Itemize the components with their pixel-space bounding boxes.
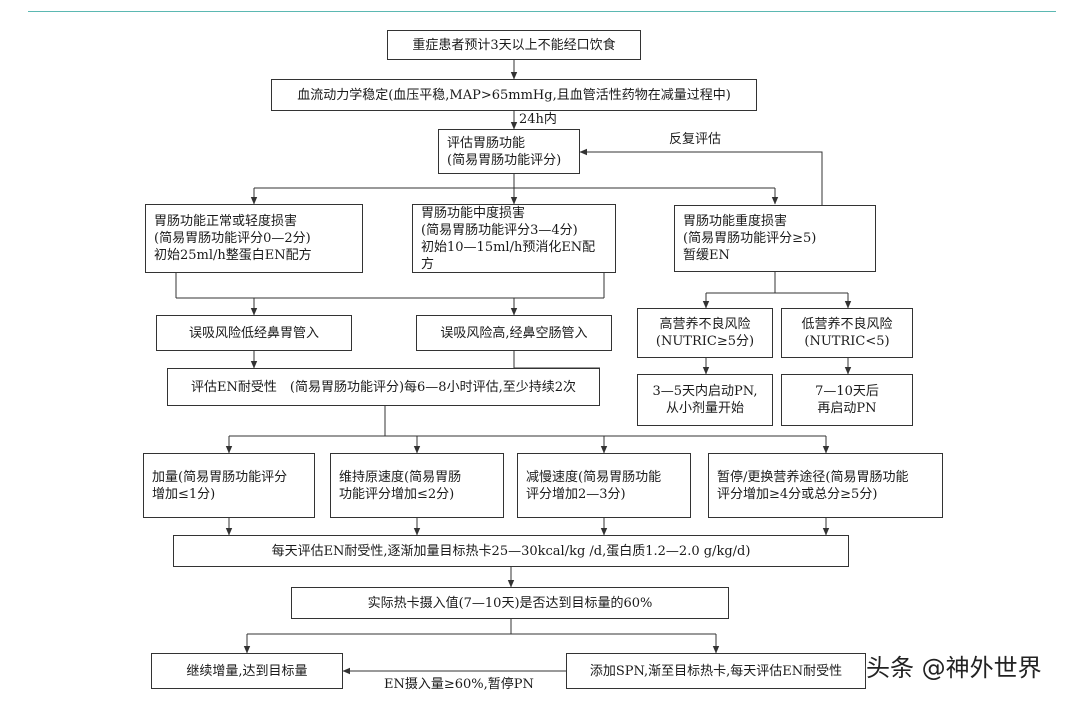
box-pause-change-route: 暂停/更换营养途径(简易胃肠功能 评分增加≥4分或总分≥5分) — [708, 453, 943, 518]
box-no-oral-intake: 重症患者预计3天以上不能经口饮食 — [387, 30, 641, 60]
box-gi-moderate: 胃肠功能中度损害 (简易胃肠功能评分3—4分) 初始10—15ml/h预消化EN… — [412, 204, 616, 273]
box-maintain-speed: 维持原速度(简易胃肠 功能评分增加≤2分) — [330, 453, 504, 518]
box-add-spn: 添加SPN,渐至目标热卡,每天评估EN耐受性 — [566, 653, 866, 689]
box-actual-calorie-60-percent: 实际热卡摄入值(7—10天)是否达到目标量的60% — [291, 587, 729, 619]
box-assess-en-tolerance: 评估EN耐受性 (简易胃肠功能评分)每6—8小时评估,至少持续2次 — [167, 368, 600, 406]
label-en-intake-60-pause-pn: EN摄入量≥60%,暂停PN — [383, 677, 535, 693]
top-divider — [28, 11, 1056, 12]
box-gi-severe: 胃肠功能重度损害 (简易胃肠功能评分≥5) 暂缓EN — [674, 205, 876, 272]
box-daily-en-tolerance-target: 每天评估EN耐受性,逐渐加量目标热卡25—30kcal/kg /d,蛋白质1.2… — [173, 535, 849, 567]
box-increase-dose: 加量(简易胃肠功能评分 增加≤1分) — [143, 453, 315, 518]
box-continue-increase: 继续增量,达到目标量 — [151, 653, 343, 689]
box-low-aspiration-risk: 误吸风险低经鼻胃管入 — [156, 315, 352, 351]
box-low-malnutrition-risk: 低营养不良风险 (NUTRIC<5) — [781, 308, 913, 358]
label-reassess: 反复评估 — [668, 132, 723, 148]
box-hemodynamic-stable: 血流动力学稳定(血压平稳,MAP>65mmHg,且血管活性药物在减量过程中) — [271, 79, 757, 111]
box-assess-gi-function: 评估胃肠功能 (简易胃肠功能评分) — [438, 129, 580, 174]
box-start-pn-7-10-days: 7—10天后 再启动PN — [781, 374, 913, 426]
label-within-24h: 24h内 — [518, 112, 558, 128]
box-gi-normal-mild: 胃肠功能正常或轻度损害 (简易胃肠功能评分0—2分) 初始25ml/h整蛋白EN… — [145, 204, 363, 273]
box-slow-speed: 减慢速度(简易胃肠功能 评分增加2—3分) — [517, 453, 691, 518]
box-high-malnutrition-risk: 高营养不良风险 (NUTRIC≥5分) — [637, 308, 773, 358]
box-high-aspiration-risk: 误吸风险高,经鼻空肠管入 — [416, 315, 612, 351]
watermark-logo: 头条 @神外世界 — [866, 654, 1042, 682]
box-start-pn-3-5-days: 3—5天内启动PN, 从小剂量开始 — [637, 374, 773, 426]
